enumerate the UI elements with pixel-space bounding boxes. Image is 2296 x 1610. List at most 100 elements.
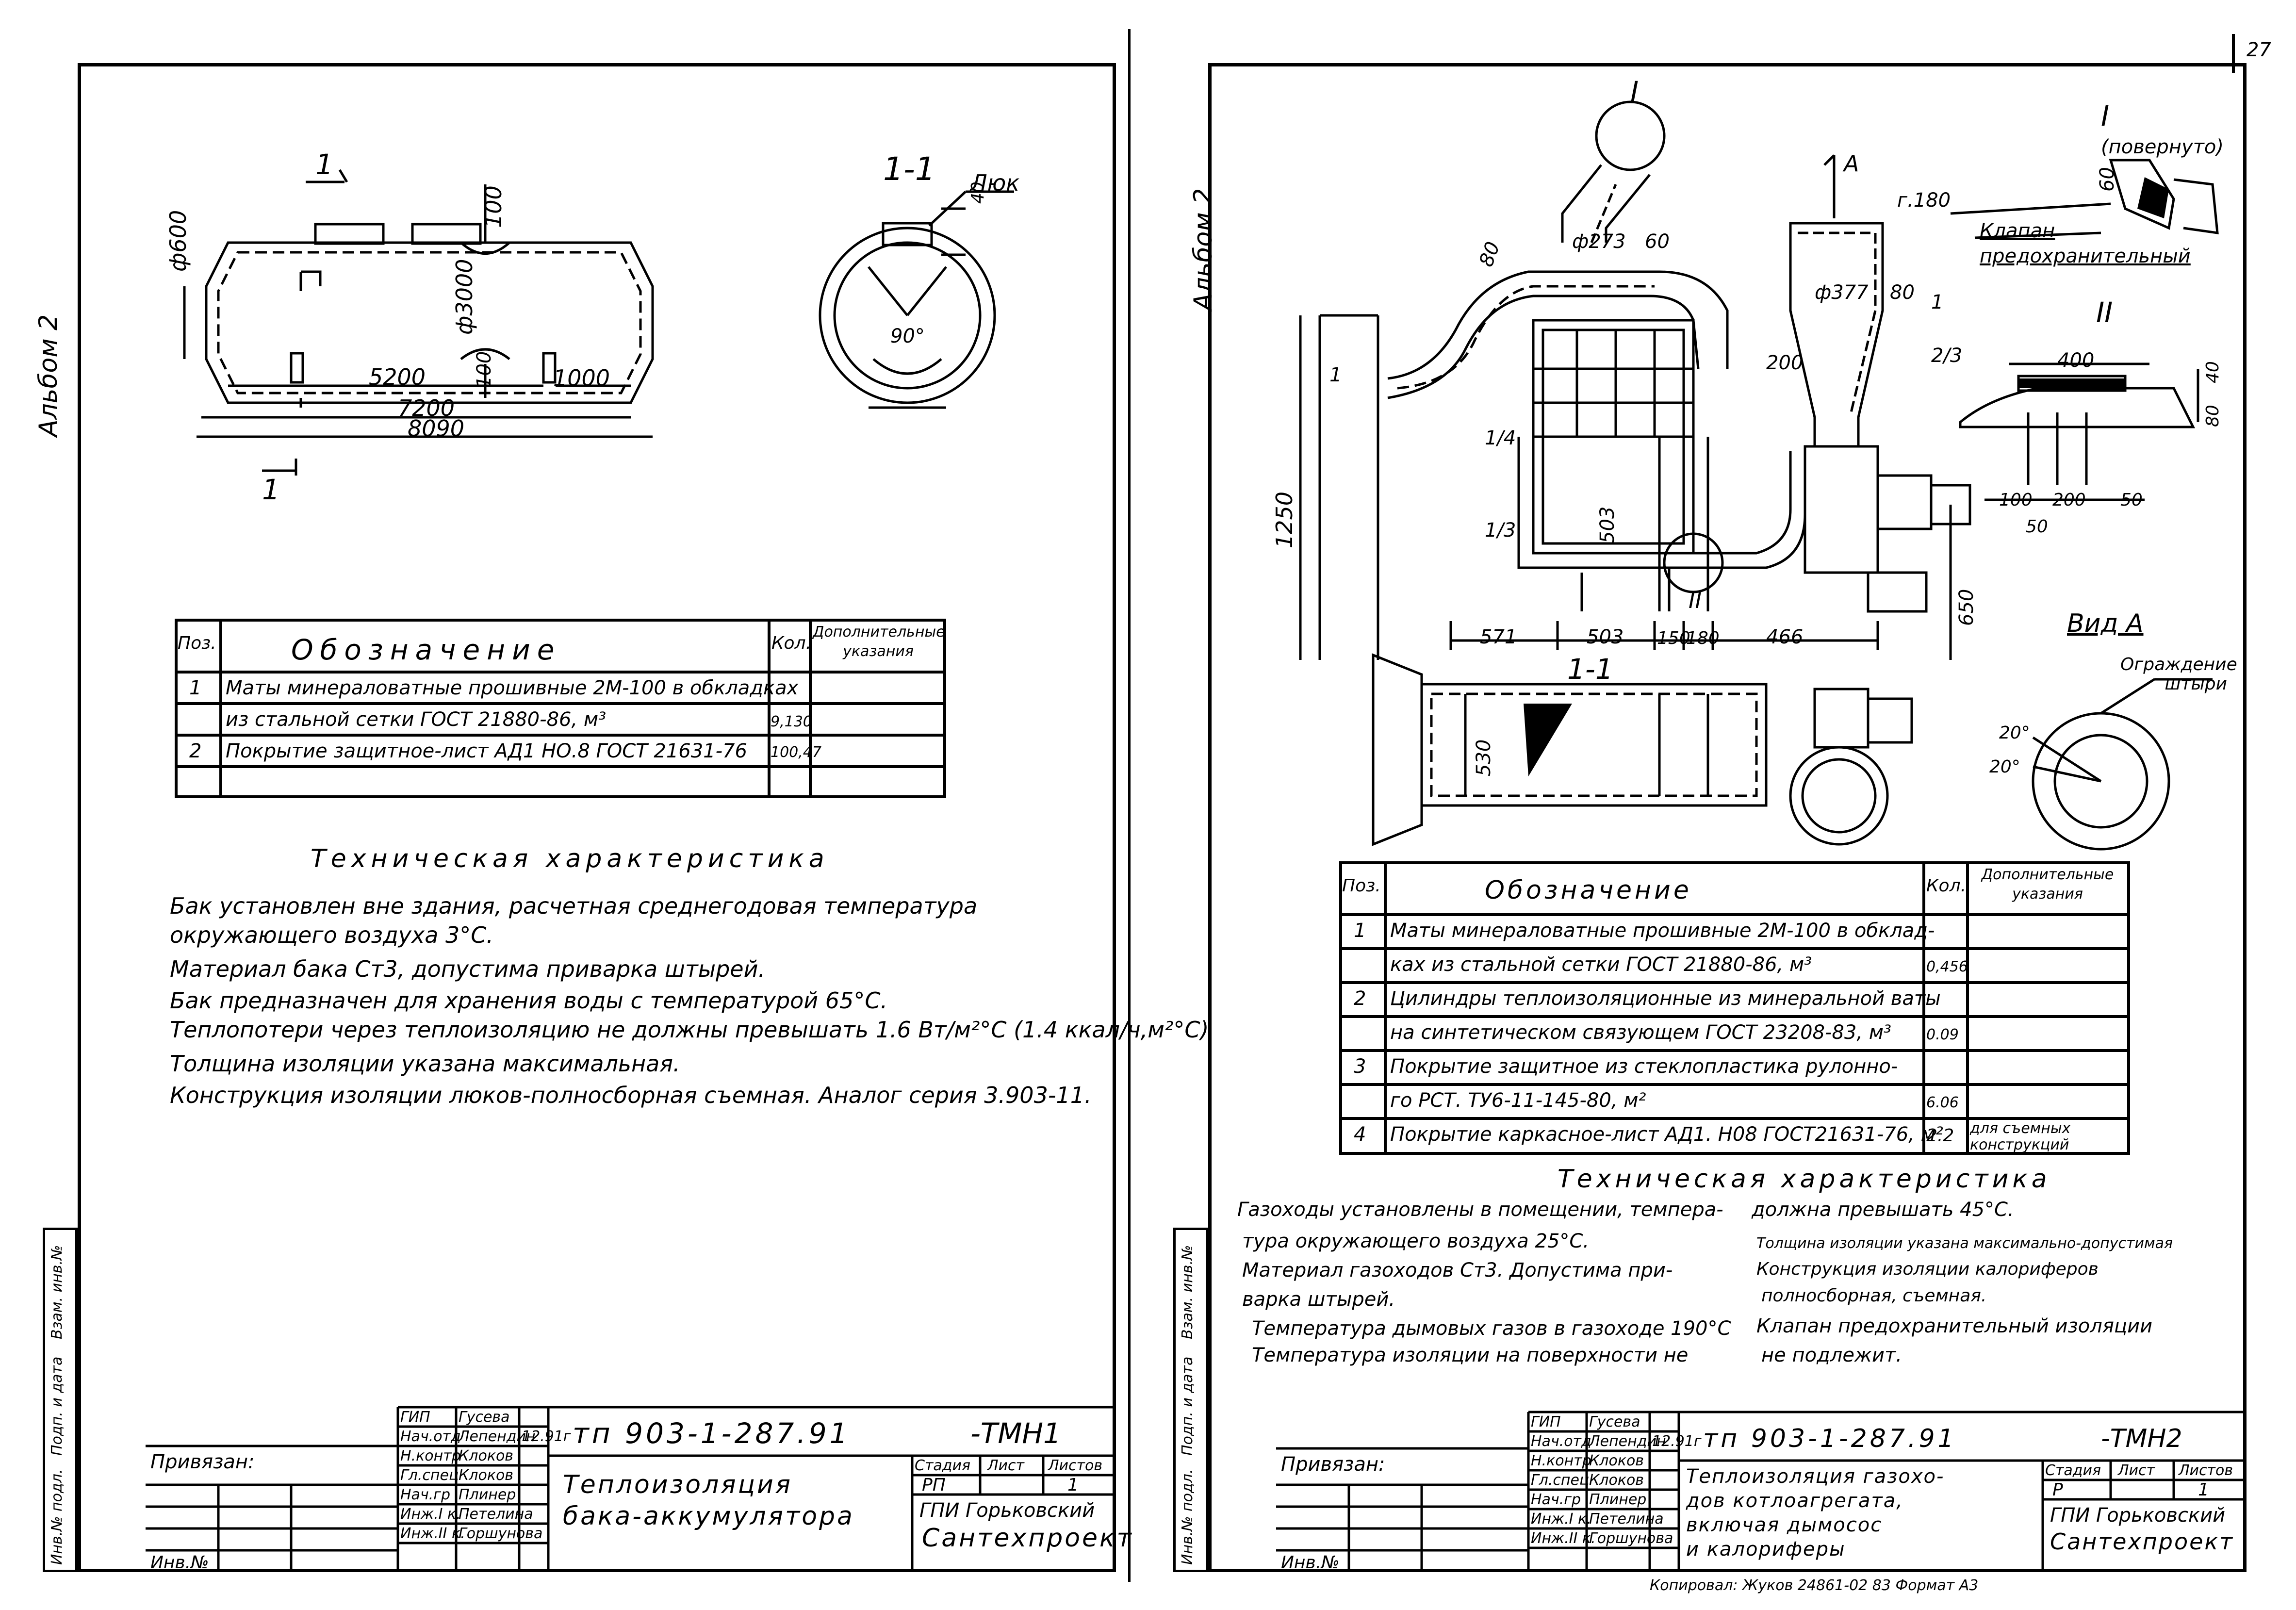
dim-150: 150 bbox=[1657, 628, 1690, 648]
arrowA-mark: А bbox=[1844, 150, 1859, 177]
left-stamp-sheet-code: -ТМН1 bbox=[970, 1417, 1061, 1450]
right-margin-2: Подп. и дата bbox=[1179, 1356, 1196, 1456]
right-stamp-date: 12.91г bbox=[1652, 1433, 1702, 1450]
right-stamp-role-4: Гл.спец bbox=[1531, 1472, 1590, 1489]
left-row2-qty: 9,130 bbox=[771, 713, 812, 730]
right-spec-table: Поз. Обозначение Кол. Дополнительные ука… bbox=[1339, 861, 2130, 1155]
right-row4-qty: 0.09 bbox=[1926, 1026, 1959, 1043]
left-stamp-name-2: Лепендин bbox=[459, 1428, 536, 1445]
left-stamp-role-1: ГИП bbox=[400, 1409, 430, 1426]
right-row7-pos: 4 bbox=[1354, 1123, 1366, 1146]
right-tech-right-1: должна превышать 45°С. bbox=[1752, 1199, 2014, 1221]
dim-7200: 7200 bbox=[398, 395, 455, 421]
left-row3-pos: 2 bbox=[189, 740, 202, 762]
left-stamp-org-1: ГПИ Горьковский bbox=[919, 1499, 1095, 1522]
right-row7-extra: для съемных конструкций bbox=[1970, 1120, 2071, 1153]
right-stamp-stage: Р bbox=[2052, 1480, 2063, 1500]
dim-80b: 80 bbox=[1890, 281, 1915, 304]
right-stamp-sheet-code: -ТМН2 bbox=[2101, 1424, 2182, 1453]
right-tech-right-6: не подлежит. bbox=[1761, 1344, 1902, 1366]
left-section-mark-top: 1 bbox=[315, 148, 333, 181]
sec1b-mark: 1 bbox=[1931, 291, 1944, 313]
left-tech-title: Техническая характеристика bbox=[311, 844, 829, 873]
right-stamp-title-1: Теплоизоляция газохо- bbox=[1686, 1465, 1945, 1488]
left-tech-line-7: Конструкция изоляции люков-полносборная … bbox=[170, 1082, 1092, 1108]
angle-20b: 20° bbox=[1989, 757, 2020, 777]
right-th-name: Обозначение bbox=[1485, 876, 1692, 905]
right-tech-left-2: тура окружающего воздуха 25°С. bbox=[1242, 1230, 1590, 1252]
left-th-extra: Дополнительные указания bbox=[813, 624, 945, 660]
node2-mark: II bbox=[1689, 587, 1702, 613]
right-stamp-name-4: Клоков bbox=[1589, 1472, 1644, 1489]
left-table-grid bbox=[175, 619, 946, 798]
right-tech-right-4: полносборная, съемная. bbox=[1761, 1286, 1987, 1306]
page-number: 27 bbox=[2247, 39, 2271, 61]
dim-503: 503 bbox=[1587, 626, 1624, 648]
right-row7-name: Покрытие каркасное-лист АД1. Н08 ГОСТ216… bbox=[1390, 1123, 1943, 1146]
right-row6-qty: 6.06 bbox=[1926, 1094, 1959, 1111]
left-section-mark-bottom: 1 bbox=[262, 473, 280, 506]
left-margin-2: Подп. и дата bbox=[49, 1356, 66, 1456]
left-tech-line-2: окружающего воздуха 3°С. bbox=[170, 922, 494, 948]
left-stamp-name-5: Плинер bbox=[459, 1486, 516, 1503]
callout-1-3: 1/3 bbox=[1485, 519, 1516, 542]
left-stamp-role-7: Инж.II к. bbox=[400, 1525, 465, 1542]
dim-n60: 60 bbox=[2096, 167, 2118, 192]
right-tech-left-5: Температура дымовых газов в газоходе 190… bbox=[1252, 1317, 1731, 1340]
dim-1250: 1250 bbox=[1271, 491, 1297, 548]
sec1-mark: 1 bbox=[1329, 364, 1342, 386]
left-row3-name: Покрытие защитное-лист АД1 НО.8 ГОСТ 216… bbox=[226, 740, 747, 762]
dim-5200: 5200 bbox=[369, 364, 426, 390]
right-stamp-footer: Копировал: Жуков 24861-02 83 Формат А3 bbox=[1650, 1577, 1979, 1594]
right-margin-3: Взам. инв.№ bbox=[1179, 1245, 1196, 1339]
left-stamp-doc-code: тп 903-1-287.91 bbox=[573, 1417, 851, 1450]
right-row6-name: го РСТ. ТУ6-11-145-80, м² bbox=[1390, 1089, 1646, 1112]
right-margin-strip bbox=[1173, 1228, 1208, 1572]
left-stamp-name-3: Клоков bbox=[459, 1447, 513, 1464]
node1-detail-sub: (повернуто) bbox=[2101, 136, 2224, 158]
right-row3-pos: 2 bbox=[1354, 987, 1366, 1010]
node1-mark: I bbox=[1630, 75, 1639, 108]
dim-g180: г.180 bbox=[1897, 189, 1951, 212]
view-a-title: Вид А bbox=[2067, 609, 2144, 638]
dim-8090: 8090 bbox=[408, 415, 465, 442]
left-tech-line-3: Материал бака Ст3, допустима приварка шт… bbox=[170, 956, 766, 982]
dim-377: ф377 bbox=[1815, 281, 1869, 304]
right-tech-title: Техническая характеристика bbox=[1558, 1165, 2051, 1194]
right-stamp-grid bbox=[1276, 1411, 2247, 1572]
dim-90deg: 90° bbox=[890, 325, 925, 347]
right-stamp-inv: Инв.№ bbox=[1281, 1553, 1340, 1573]
right-stamp-doc-code: тп 903-1-287.91 bbox=[1703, 1424, 1957, 1453]
right-stamp-name-5: Плинер bbox=[1589, 1491, 1647, 1508]
dim-n100: 100 bbox=[1999, 490, 2033, 510]
left-stamp-role-3: Н.контр bbox=[400, 1447, 461, 1464]
left-stamp-privyazan: Привязан: bbox=[150, 1451, 255, 1473]
right-stamp-sheets-header: Листов bbox=[2179, 1462, 2233, 1479]
dim-530: 530 bbox=[1473, 739, 1495, 776]
right-stamp-sheets: 1 bbox=[2198, 1480, 2209, 1500]
left-margin-strip bbox=[43, 1228, 78, 1572]
right-stamp-role-2: Нач.отд bbox=[1531, 1433, 1591, 1450]
left-tank-drawing bbox=[183, 169, 1014, 476]
left-stamp-sheets-header: Листов bbox=[1048, 1457, 1103, 1474]
right-row4-name: на синтетическом связующем ГОСТ 23208-83… bbox=[1390, 1021, 1891, 1044]
right-stamp-role-5: Нач.гр bbox=[1531, 1491, 1581, 1508]
right-row5-pos: 3 bbox=[1354, 1055, 1366, 1078]
left-stamp-title-1: Теплоизоляция bbox=[563, 1470, 793, 1499]
dim-1000: 1000 bbox=[553, 365, 610, 391]
valve-label: Клапан предохранительный bbox=[1980, 220, 2191, 267]
dim-n80: 80 bbox=[2203, 405, 2223, 427]
left-spec-table: Поз. Обозначение Кол. Дополнительные ука… bbox=[175, 619, 946, 798]
dim-n50a: 50 bbox=[2120, 490, 2143, 510]
right-row2-qty: 0,456 bbox=[1926, 958, 1968, 975]
left-row2-name: из стальной сетки ГОСТ 21880-86, м³ bbox=[226, 708, 607, 731]
right-row1-pos: 1 bbox=[1354, 920, 1366, 942]
right-table-grid bbox=[1339, 861, 2130, 1155]
dim-466: 466 bbox=[1766, 626, 1804, 648]
right-stamp-name-7: Горшунова bbox=[1589, 1530, 1673, 1547]
left-tech-line-6: Толщина изоляции указана максимальная. bbox=[170, 1051, 680, 1077]
fence-label: Ограждение штыри bbox=[2120, 655, 2237, 694]
left-tech-line-5: Теплопотери через теплоизоляцию не должн… bbox=[170, 1017, 1209, 1043]
right-tech-left-4: варка штырей. bbox=[1242, 1288, 1395, 1311]
right-stamp-name-6: Петелина bbox=[1589, 1511, 1664, 1528]
